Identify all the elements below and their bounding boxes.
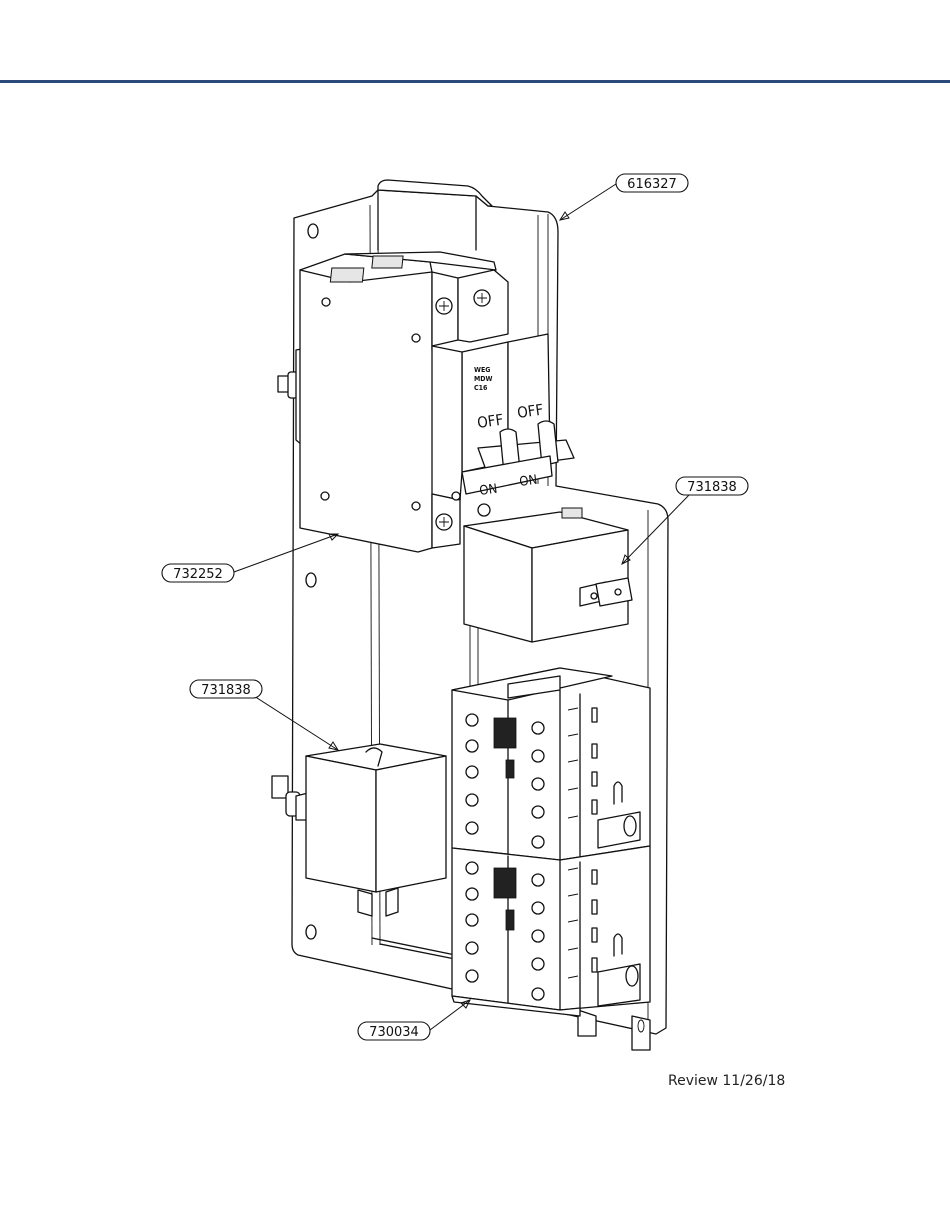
callout-label-732252: 732252 — [173, 567, 223, 582]
review-date: Review 11/26/18 — [668, 1073, 785, 1089]
callout-730034: 730034 — [358, 1000, 470, 1040]
breaker-brand-line-3: C16 — [474, 384, 488, 392]
breaker-right-on-label: ON — [518, 473, 538, 490]
callout-label-616327: 616327 — [627, 177, 677, 192]
breaker-brand-line-1: WEG — [474, 366, 490, 374]
relay-upper — [464, 508, 632, 642]
breaker-left-off-label: OFF — [476, 410, 504, 431]
breaker-right-off-label: OFF — [516, 400, 544, 421]
callout-616327: 616327 — [560, 174, 688, 220]
callout-label-731838-upper: 731838 — [687, 480, 737, 495]
contactor — [452, 668, 650, 1016]
callout-label-731838-lower: 731838 — [201, 683, 251, 698]
callout-label-730034: 730034 — [369, 1025, 419, 1040]
breaker-brand-line-2: MDW — [474, 375, 492, 383]
breaker-left-on-label: ON — [478, 482, 498, 499]
